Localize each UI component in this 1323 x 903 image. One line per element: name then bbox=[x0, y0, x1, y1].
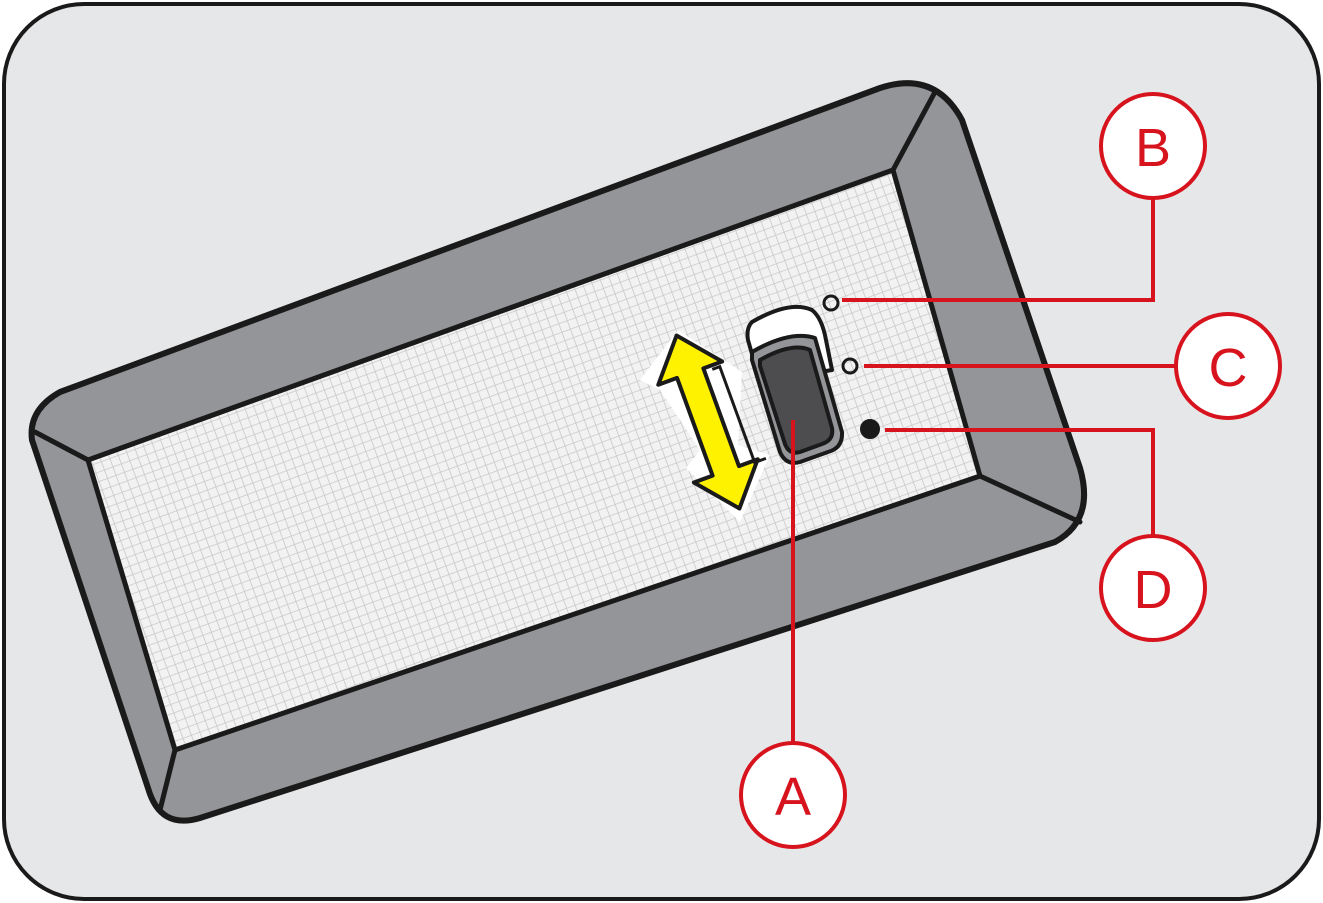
callout-d: D bbox=[1099, 534, 1207, 642]
callout-a-label: A bbox=[775, 767, 811, 827]
callout-c: C bbox=[1174, 312, 1282, 420]
frame-bevels bbox=[32, 89, 1083, 813]
leader-b bbox=[842, 198, 1155, 302]
leader-d bbox=[885, 428, 1155, 536]
diffuser-panel bbox=[85, 167, 983, 753]
callout-d-label: D bbox=[1134, 560, 1173, 620]
indicator-c bbox=[841, 357, 859, 375]
switch-knob[interactable] bbox=[758, 345, 835, 455]
callout-b-label: B bbox=[1135, 118, 1171, 178]
slide-switch[interactable] bbox=[745, 304, 845, 465]
callout-leaders bbox=[791, 198, 1178, 742]
callout-b: B bbox=[1099, 92, 1207, 200]
callout-a: A bbox=[739, 741, 847, 849]
callout-c-label: C bbox=[1209, 338, 1248, 398]
indicator-b bbox=[822, 294, 840, 312]
double-headed-arrow-icon bbox=[656, 333, 767, 511]
indicator-d bbox=[860, 419, 880, 439]
